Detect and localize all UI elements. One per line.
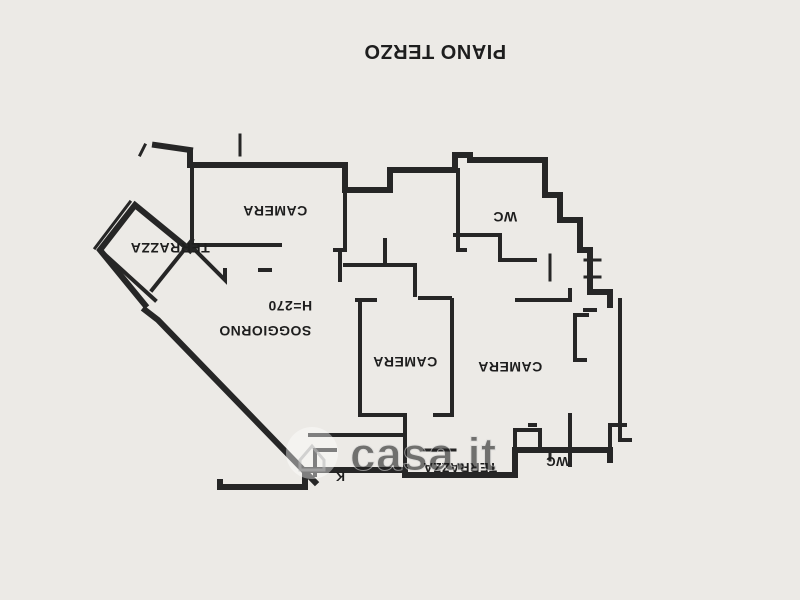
- door-marks: [137, 133, 602, 462]
- inner-walls: [97, 168, 632, 477]
- room-label-wc-north: WC: [493, 209, 517, 225]
- room-label-camera-north: CAMERA: [243, 203, 307, 219]
- floor-plan-rotated-group: PIANO TERZO: [92, 40, 632, 490]
- room-label-terrazza-south: TERRAZZA: [423, 460, 497, 475]
- watermark-text: casa.it: [350, 428, 497, 480]
- room-label-kitchen: K: [335, 469, 345, 484]
- room-label-soggiorno: SOGGIORNO: [219, 323, 311, 339]
- plan-title: PIANO TERZO: [364, 40, 506, 62]
- room-label-camera-east: CAMERA: [478, 359, 542, 375]
- room-label-camera-center: CAMERA: [373, 354, 437, 370]
- room-note-soggiorno: H=270: [268, 298, 312, 314]
- watermark: casa.it: [286, 427, 497, 481]
- room-label-terrazza-west: TERRAZZA: [130, 240, 209, 256]
- room-label-wc-south: WC: [546, 454, 569, 469]
- terrazza-railing: [92, 199, 133, 251]
